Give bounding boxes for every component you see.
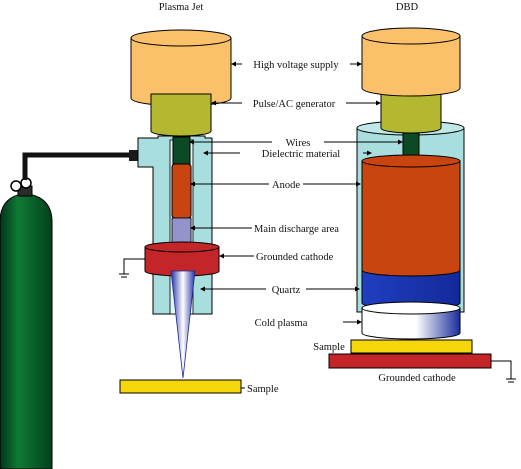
label-sample-dbd: Sample [313, 342, 345, 353]
header-plasma-jet: Plasma Jet [159, 2, 204, 13]
label-pulse-ac-generator: Pulse/AC generator [253, 99, 336, 110]
label-main-discharge-area: Main discharge area [254, 224, 339, 235]
dbd [328, 27, 516, 383]
header-dbd: DBD [396, 2, 419, 13]
plasma-jet-sample [119, 379, 242, 394]
label-dielectric-material: Dielectric material [262, 149, 340, 160]
plasma-jet-generator [150, 93, 212, 137]
dbd-anode [361, 154, 461, 277]
plasma-jet [119, 29, 242, 394]
label-cold-plasma: Cold plasma [255, 318, 308, 329]
label-wires: Wires [286, 138, 311, 149]
plasma-jet-plume [170, 270, 196, 379]
label-quartz: Quartz [272, 285, 301, 296]
dbd-power-supply [361, 27, 461, 97]
dbd-cathode [328, 353, 492, 369]
label-arrows [192, 63, 400, 389]
dbd-cold-plasma [361, 301, 461, 340]
plasma-jet-anode [171, 163, 192, 219]
plasma-jet-cathode [119, 241, 220, 278]
label-arrowheads [189, 61, 403, 325]
label-grounded-cathode: Grounded cathode [256, 252, 334, 263]
label-sample-plasma-jet: Sample [247, 384, 279, 395]
label-anode: Anode [272, 180, 300, 191]
plasma-jet-power-supply [130, 29, 232, 107]
dbd-generator [380, 91, 442, 134]
label-high-voltage-supply: High voltage supply [253, 60, 339, 71]
dbd-sample [350, 339, 473, 354]
plasma-jet-wire [172, 136, 191, 165]
label-grounded-cathode-dbd: Grounded cathode [378, 373, 456, 384]
gas-cylinder [0, 150, 140, 469]
